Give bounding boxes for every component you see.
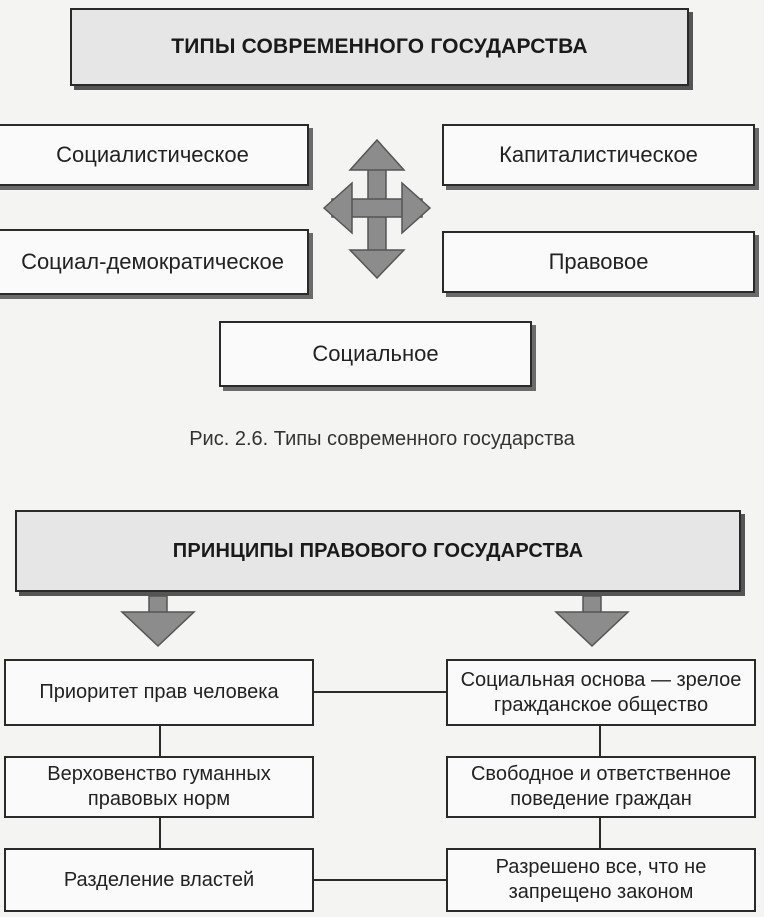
type-capitalist: Капиталистическое [442, 124, 755, 186]
types-title: ТИПЫ СОВРЕМЕННОГО ГОСУДАРСТВА [70, 8, 689, 86]
principle-human-rights: Приоритет прав человека [4, 659, 314, 726]
figure-caption: Рис. 2.6. Типы современного государства [189, 428, 575, 450]
type-social: Социальное [219, 321, 532, 387]
principle-separation-of-powers: Разделение властей [4, 848, 314, 912]
type-legal: Правовое [442, 231, 755, 293]
type-socialist: Социалистическое [0, 124, 309, 186]
principle-humane-norms: Верховенство гуманных правовых норм [4, 756, 314, 818]
principle-civil-society: Социальная основа — зрелое гражданское о… [446, 659, 756, 726]
principle-responsible-behavior: Свободное и ответственное поведение граж… [446, 756, 756, 818]
principles-title: ПРИНЦИПЫ ПРАВОВОГО ГОСУДАРСТВА [15, 510, 741, 592]
principle-all-permitted: Разрешено все, что не запрещено законом [446, 848, 756, 912]
type-social-democratic: Социал-демократическое [0, 229, 309, 295]
